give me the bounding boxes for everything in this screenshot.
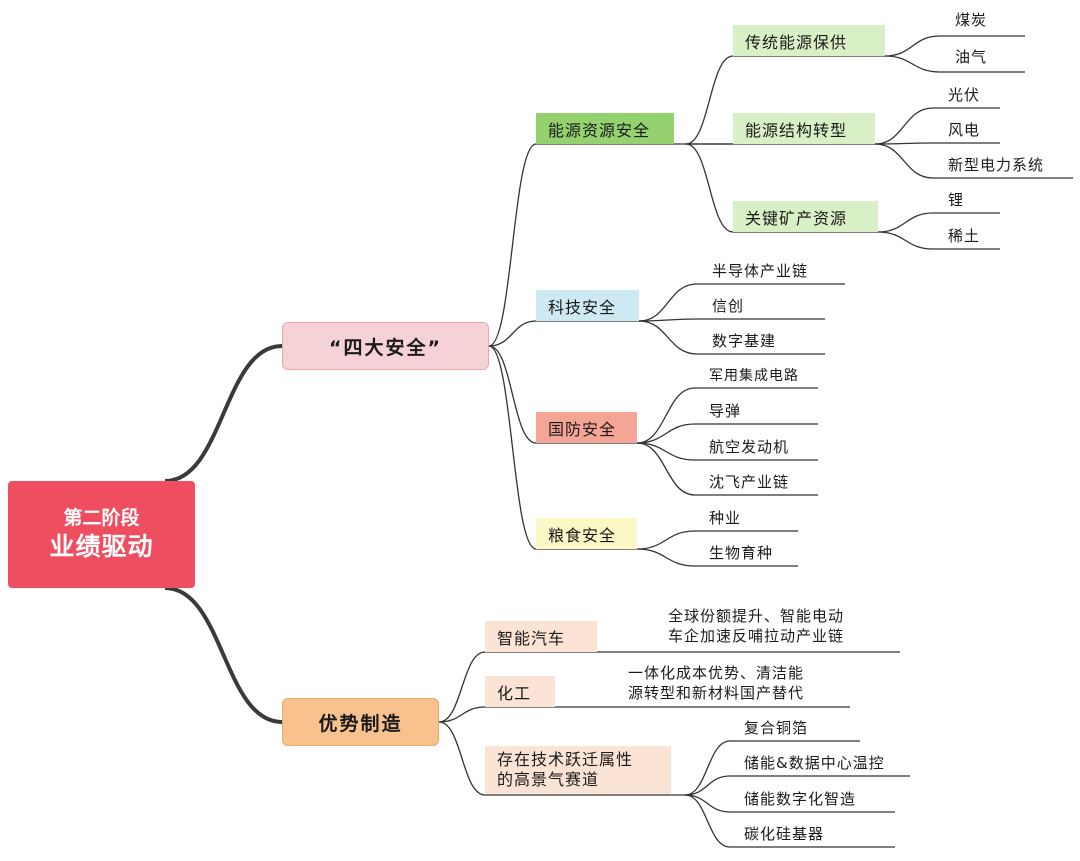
leaf-shenfei: 沈飞产业链 [709, 473, 790, 491]
leaf-aero-engine: 航空发动机 [709, 438, 790, 456]
connector-main-a-defense [488, 345, 537, 444]
leaf-storage-thermal: 储能&数据中心温控 [744, 754, 885, 772]
connector-e3-re [877, 231, 934, 250]
connector-main-a-tech [488, 320, 537, 347]
connector-tech-semi [638, 283, 698, 322]
connector-e2-wind [874, 142, 934, 145]
leaf-lithium: 锂 [948, 191, 965, 209]
branch-high-growth-tracks: 存在技术跃迁属性 的高景气赛道 [485, 746, 671, 794]
leaf-xinchuang: 信创 [712, 297, 745, 315]
connector-root-main-a [164, 344, 283, 483]
connector-e2-pv [874, 107, 934, 145]
connector-root-main-b [164, 586, 283, 724]
main-branch-four-securities: “四大安全” [282, 322, 489, 370]
leaf-missile: 导弹 [709, 402, 742, 420]
main-branch-advantage-manufacturing: 优势制造 [282, 698, 439, 746]
connector-defense-ic [636, 387, 696, 444]
leaf-composite-copper-foil: 复合铜箔 [744, 719, 809, 737]
branch-energy-transition: 能源结构转型 [733, 113, 875, 144]
connector-e1-coal [884, 35, 941, 57]
root-node: 第二阶段 业绩驱动 [8, 481, 195, 588]
connector-track-foil [684, 740, 731, 796]
leaf-smart-car-desc: 全球份额提升、智能电动 车企加速反哺拉动产业链 [668, 606, 844, 646]
connector-energy-e1 [685, 55, 734, 145]
leaf-oil-gas: 油气 [955, 48, 988, 66]
branch-key-minerals: 关键矿产资源 [733, 201, 878, 232]
connector-food-seed [636, 530, 696, 550]
connector-main-b-car [438, 651, 486, 723]
connector-e3-li [877, 212, 934, 233]
leaf-chemical-desc-line1: 一体化成本优势、清洁能 [628, 664, 805, 682]
leaf-military-ic: 军用集成电路 [709, 368, 799, 384]
branch-energy-security: 能源资源安全 [536, 113, 674, 144]
connector-main-a-food [488, 345, 537, 550]
branch-high-growth-tracks-line1: 存在技术跃迁属性 [497, 750, 634, 769]
leaf-bio-breeding: 生物育种 [709, 544, 774, 562]
branch-high-growth-tracks-line2: 的高景气赛道 [497, 770, 600, 789]
branch-food-security: 粮食安全 [536, 518, 637, 549]
branch-tech-security: 科技安全 [536, 290, 639, 321]
leaf-seed: 种业 [709, 509, 742, 527]
leaf-pv: 光伏 [948, 86, 981, 104]
connector-main-b-track [438, 721, 486, 796]
connector-main-b-chem [438, 706, 486, 723]
connector-defense-engine [636, 442, 696, 461]
connector-track-thermal [684, 775, 731, 796]
connector-tech-xc [638, 318, 698, 322]
connector-e2-grid [874, 143, 934, 179]
branch-traditional-energy: 传统能源保供 [733, 25, 885, 56]
leaf-semiconductor: 半导体产业链 [712, 262, 809, 280]
connector-food-bio [636, 548, 696, 567]
connector-energy-e3 [685, 143, 734, 233]
connector-defense-missile [636, 423, 696, 444]
leaf-chemical-desc-line2: 源转型和新材料国产替代 [628, 684, 805, 702]
leaf-wind: 风电 [948, 121, 981, 139]
branch-chemical: 化工 [485, 676, 555, 707]
leaf-coal: 煤炭 [955, 11, 988, 29]
connector-defense-shenfei [636, 442, 696, 496]
leaf-chemical-desc: 一体化成本优势、清洁能 源转型和新材料国产替代 [628, 663, 804, 703]
leaf-storage-digital: 储能数字化智造 [744, 790, 857, 808]
root-title-line1: 第二阶段 [63, 506, 140, 529]
leaf-smart-car-desc-line2: 车企加速反哺拉动产业链 [668, 627, 845, 645]
leaf-smart-car-desc-line1: 全球份额提升、智能电动 [668, 607, 845, 625]
connector-e1-oil [884, 55, 941, 73]
connector-track-sic [684, 794, 731, 848]
leaf-new-power-system: 新型电力系统 [948, 156, 1045, 174]
connector-tech-infra [638, 320, 698, 355]
leaf-digital-infra: 数字基建 [712, 332, 777, 350]
branch-defense-security: 国防安全 [536, 412, 637, 443]
branch-smart-car: 智能汽车 [485, 621, 597, 652]
root-title-line2: 业绩驱动 [49, 531, 154, 561]
leaf-sic: 碳化硅基器 [744, 825, 825, 843]
connector-main-a-energy [488, 143, 537, 347]
leaf-rare-earth: 稀土 [948, 227, 981, 245]
